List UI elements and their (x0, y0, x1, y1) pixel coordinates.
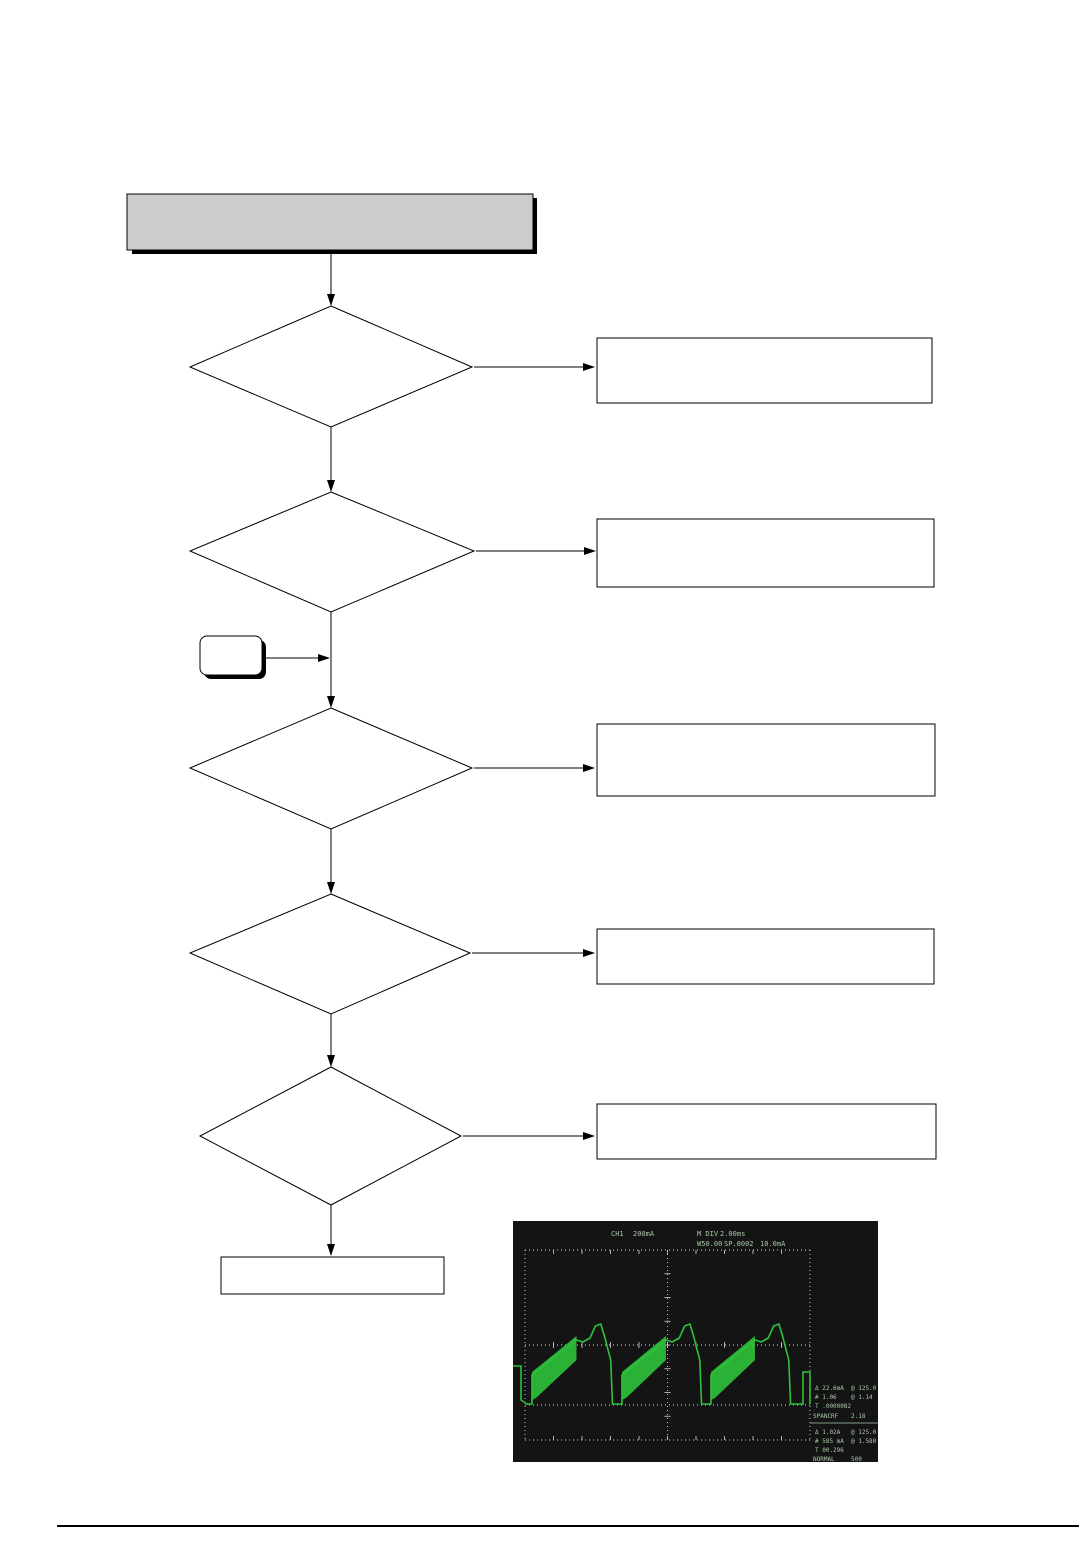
action-box (597, 1104, 936, 1159)
action-3 (597, 724, 935, 796)
scope-readout-volts: 200mA (633, 1230, 655, 1238)
scope-readout-sp: SP.0002 (724, 1240, 754, 1248)
end-box-body (221, 1257, 444, 1294)
decision-1 (190, 306, 472, 427)
decision-diamond (190, 306, 472, 427)
connector (200, 636, 266, 679)
start-box-body (127, 194, 533, 250)
decision-2 (190, 492, 474, 612)
decision-4 (190, 894, 470, 1014)
scope-side-4b: 2.18 (851, 1413, 866, 1420)
scope-side-5a: Δ 1.02A (815, 1429, 841, 1436)
decision-diamond (190, 492, 474, 612)
scope-readout-time: 2.00ms (720, 1230, 745, 1238)
decision-5 (200, 1067, 461, 1205)
scope-readout-w: W50.00 (697, 1240, 722, 1248)
action-4 (597, 929, 934, 984)
decision-3 (190, 708, 472, 829)
start-box (127, 194, 537, 254)
scope-side-2b: @ 1.14 (851, 1394, 873, 1401)
action-box (597, 338, 932, 403)
action-box (597, 929, 934, 984)
action-1 (597, 338, 932, 403)
oscilloscope-image: CH1 200mA M DIV 2.00ms W50.00 SP.0002 10… (513, 1221, 878, 1463)
scope-readout-ch: CH1 (611, 1230, 624, 1238)
scope-side-1b: @ 125.0 (851, 1385, 877, 1392)
decision-diamond (190, 708, 472, 829)
scope-side-5b: @ 125.0 (851, 1429, 877, 1436)
scope-readout-offset: 10.0mA (760, 1240, 786, 1248)
action-box (597, 724, 935, 796)
action-5 (597, 1104, 936, 1159)
end-box (221, 1257, 444, 1294)
scope-side-7: T 00.296 (815, 1447, 844, 1454)
scope-readout-mdiv: M DIV (697, 1230, 719, 1238)
scope-side-6a: # 585 mA (815, 1438, 844, 1445)
scope-side-3: T .0000082 (815, 1403, 852, 1410)
scope-side-8b: 500 (851, 1456, 862, 1463)
scope-side-6b: @ 1.580 (851, 1438, 877, 1445)
connector-body (200, 636, 262, 675)
action-2 (597, 519, 934, 587)
scope-side-2a: # 1.06 (815, 1394, 837, 1401)
scope-side-8a: NORMAL (813, 1456, 835, 1463)
decision-diamond (200, 1067, 461, 1205)
scope-side-1a: Δ 22.6mA (815, 1385, 844, 1392)
scope-side-4a: SPANCRF (813, 1413, 839, 1420)
action-box (597, 519, 934, 587)
decision-diamond (190, 894, 470, 1014)
